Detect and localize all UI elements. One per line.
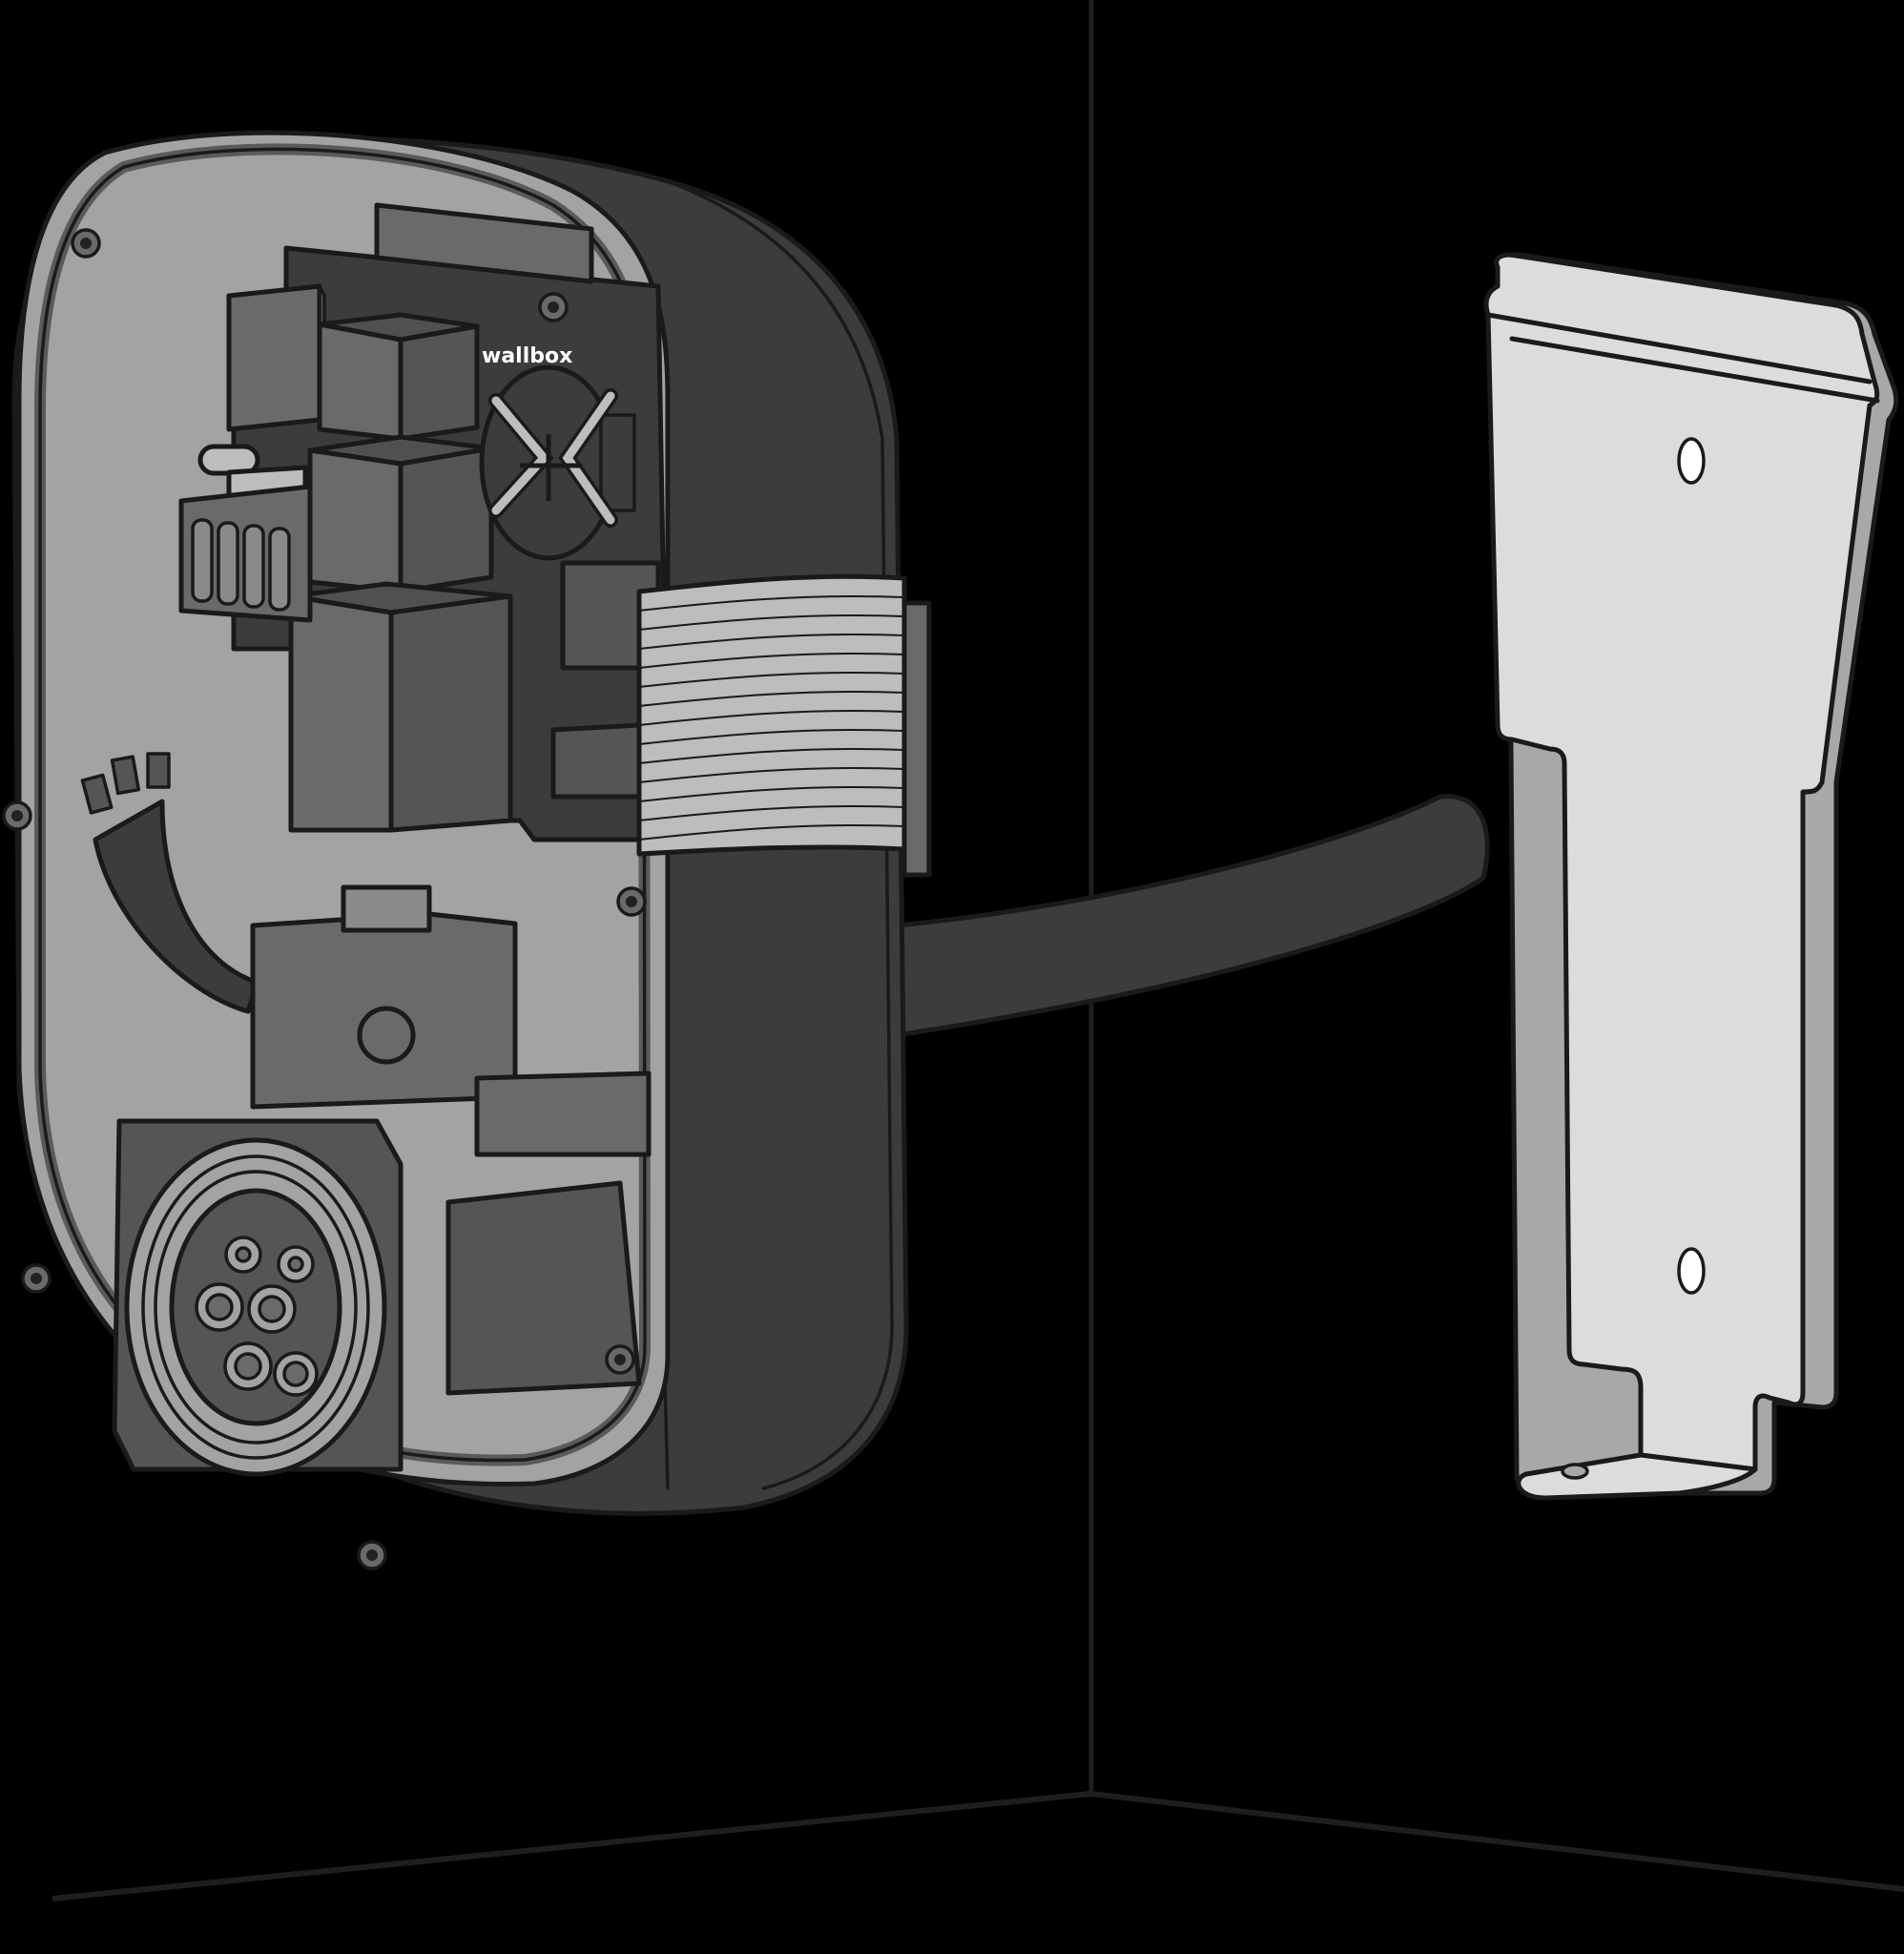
lower-assembly — [250, 884, 652, 1396]
wall-bracket — [1483, 252, 1899, 1501]
floor-line-left — [52, 1791, 1092, 1902]
type2-socket — [112, 1118, 404, 1477]
bracket-flange-hole — [1561, 1463, 1589, 1480]
terminal-block — [178, 444, 313, 623]
relays — [226, 283, 661, 833]
floor-line-right — [1090, 1791, 1904, 1892]
bracket-plate — [1483, 252, 1880, 1472]
socket-pins — [195, 1236, 319, 1397]
power-cable — [894, 794, 1490, 1038]
screw-bosses — [2, 228, 647, 1570]
current-sensor — [479, 364, 636, 561]
ribbon-connector — [901, 600, 932, 878]
ribbon-cable — [636, 573, 932, 878]
pcb-top-connector — [374, 202, 594, 284]
bracket-hole-bottom — [1677, 1247, 1706, 1295]
brand-label: wallbox — [482, 344, 572, 368]
bracket-hole-top — [1677, 437, 1706, 485]
